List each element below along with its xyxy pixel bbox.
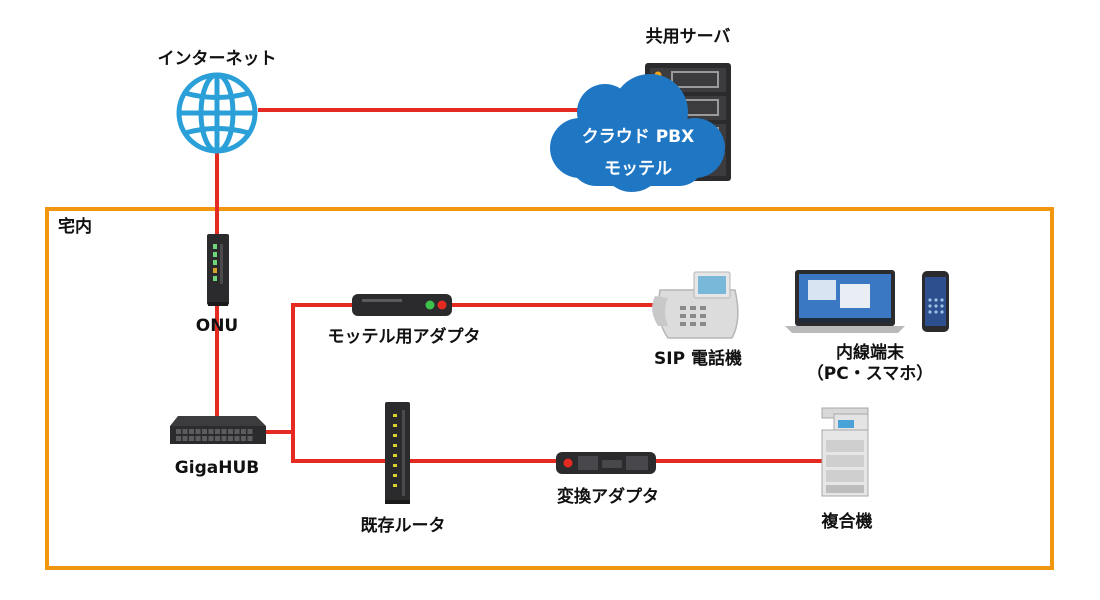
premises-label: 宅内 bbox=[58, 217, 92, 237]
converter-adapter-icon bbox=[556, 452, 656, 474]
hub-port bbox=[215, 436, 220, 441]
hub-port bbox=[228, 429, 233, 434]
motteru-adapter-label: モッテル用アダプタ bbox=[327, 327, 481, 347]
hub-port bbox=[176, 436, 181, 441]
router-label: 既存ルータ bbox=[360, 516, 446, 536]
cloud-pbx-label: クラウド PBX bbox=[581, 127, 695, 147]
motteru-adapter-icon bbox=[352, 294, 452, 316]
hub-port bbox=[215, 429, 220, 434]
extension-label: 内線端末 bbox=[836, 343, 904, 363]
hub-port bbox=[202, 436, 207, 441]
hub-port bbox=[195, 429, 201, 434]
server-label: 共用サーバ bbox=[645, 27, 731, 47]
hub-port bbox=[189, 436, 194, 441]
router-led bbox=[393, 454, 397, 457]
router-device-icon bbox=[385, 402, 410, 504]
internet-label: インターネット bbox=[157, 49, 277, 69]
router-led bbox=[393, 434, 397, 437]
router-led bbox=[393, 414, 397, 417]
gigahub-label: GigaHUB bbox=[174, 458, 260, 478]
router-led bbox=[393, 484, 397, 487]
sip-phone-icon bbox=[652, 271, 739, 339]
extension-sub-label: （PC・スマホ） bbox=[806, 364, 934, 384]
hub-port bbox=[176, 429, 181, 434]
hub-port bbox=[182, 429, 188, 434]
hub-port bbox=[221, 429, 227, 434]
globe-icon bbox=[176, 72, 258, 154]
sip-phone-label: SIP 電話機 bbox=[654, 349, 742, 369]
hub-port bbox=[195, 436, 201, 441]
onu-device-icon bbox=[207, 234, 229, 306]
router-led bbox=[393, 464, 397, 467]
gigahub-switch-icon bbox=[170, 416, 266, 444]
hub-port bbox=[189, 429, 194, 434]
router-led bbox=[393, 474, 397, 477]
hub-port bbox=[241, 436, 246, 441]
printer-mfp-icon bbox=[821, 407, 869, 497]
line-hub-branch bbox=[262, 303, 352, 434]
hub-port bbox=[202, 429, 207, 434]
converter-adapter-label: 変換アダプタ bbox=[557, 487, 659, 507]
cloud-icon bbox=[550, 74, 725, 192]
hub-port bbox=[234, 429, 240, 434]
onu-label: ONU bbox=[195, 316, 239, 336]
mfp-label: 複合機 bbox=[821, 512, 873, 532]
hub-port bbox=[241, 429, 246, 434]
router-led bbox=[393, 424, 397, 427]
motteru-label: モッテル bbox=[604, 159, 672, 179]
router-led bbox=[393, 444, 397, 447]
hub-port bbox=[182, 436, 188, 441]
premises-border bbox=[45, 207, 1054, 570]
router-leds bbox=[393, 414, 397, 487]
hub-port bbox=[234, 436, 240, 441]
hub-port bbox=[228, 436, 233, 441]
hub-port bbox=[221, 436, 227, 441]
smartphone-icon bbox=[922, 271, 949, 332]
connection-lines bbox=[215, 108, 822, 463]
line-hub-router bbox=[291, 432, 385, 463]
hub-ports bbox=[176, 429, 253, 441]
hub-port bbox=[247, 436, 253, 441]
hub-port bbox=[247, 429, 253, 434]
hub-port bbox=[208, 436, 214, 441]
hub-port bbox=[208, 429, 214, 434]
laptop-icon bbox=[785, 270, 905, 333]
